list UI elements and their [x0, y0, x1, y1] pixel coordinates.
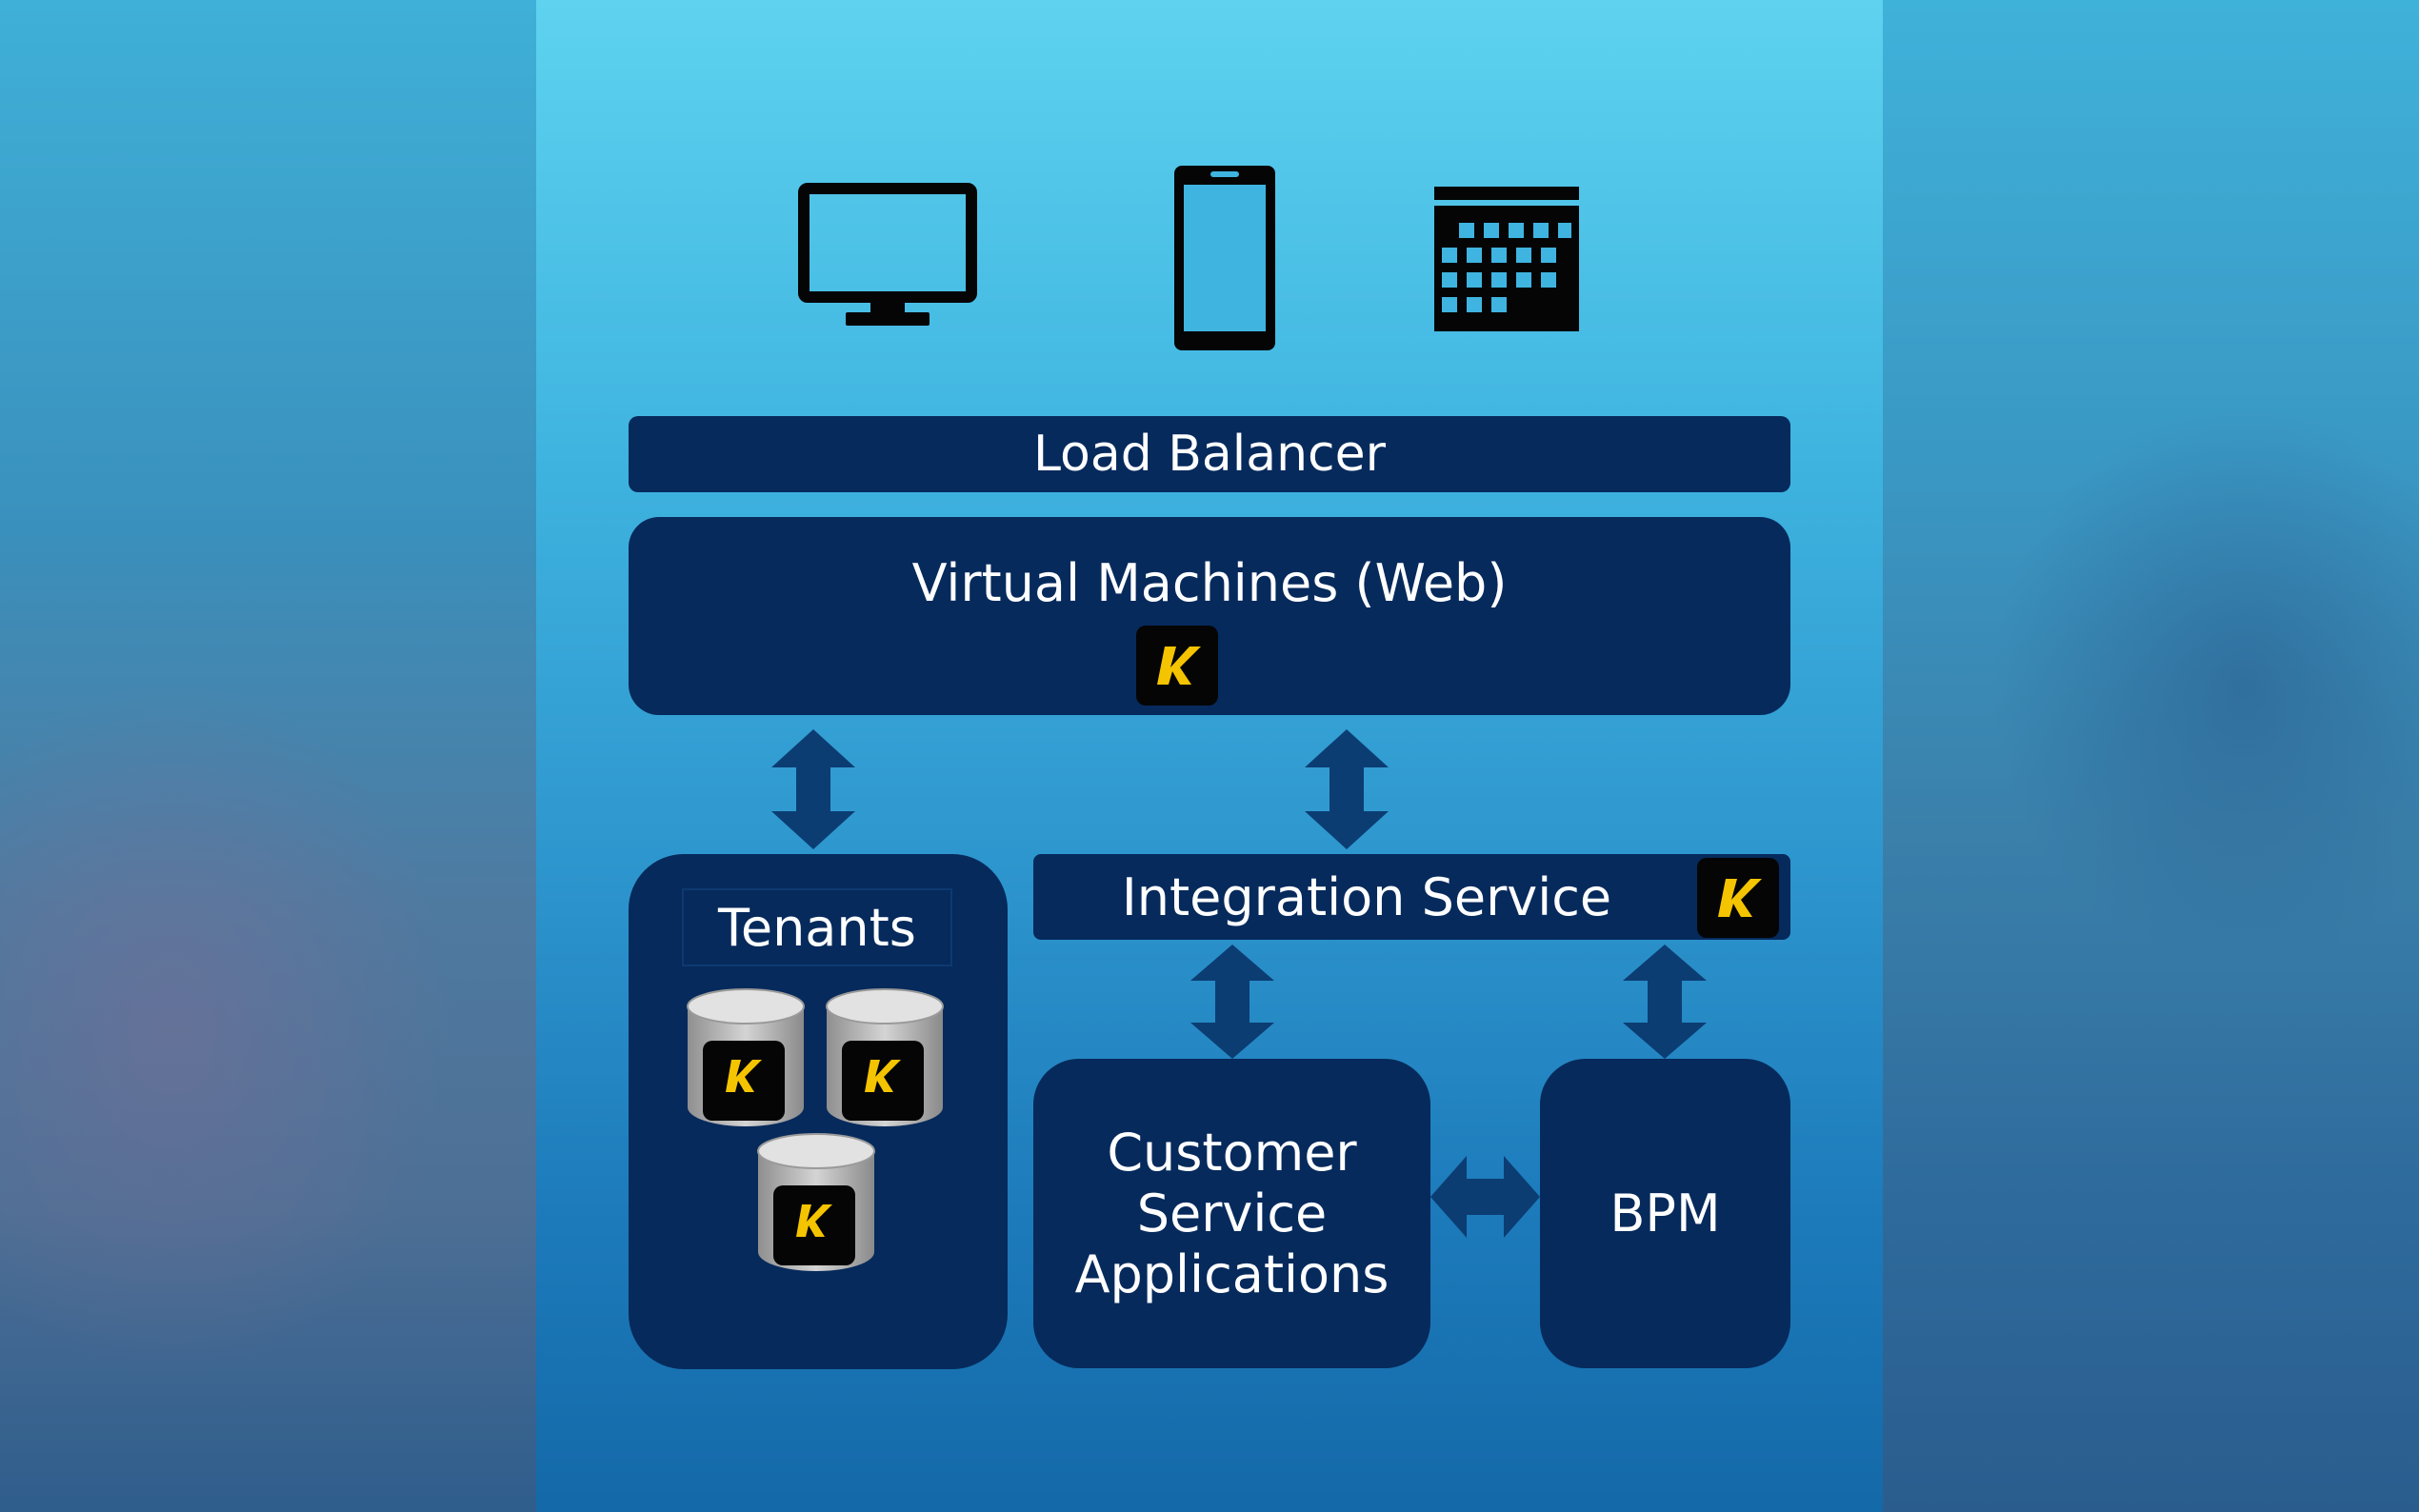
- blurred-background-left: [0, 0, 536, 1512]
- csa-label-line-3: Applications: [1074, 1243, 1389, 1304]
- bpm-label: BPM: [1609, 1184, 1721, 1243]
- tenants-box: Tenants: [629, 854, 1008, 1369]
- database-cylinder-icon: [826, 988, 944, 1126]
- virtual-machines-box: Virtual Machines (Web): [629, 517, 1790, 715]
- k-logo-badge: [1136, 626, 1218, 706]
- database-cylinder-icon: [687, 988, 805, 1126]
- csa-bpm-arrow: [1430, 1156, 1540, 1238]
- integration-service-box: Integration Service: [1033, 854, 1790, 940]
- mobile-phone-icon: [1174, 166, 1275, 350]
- csa-label-line-2: Service: [1136, 1183, 1328, 1243]
- blurred-background-right: [1883, 0, 2419, 1512]
- virtual-machines-label: Virtual Machines (Web): [911, 553, 1508, 613]
- tenants-label: Tenants: [682, 888, 952, 966]
- integration-csa-arrow: [1190, 945, 1274, 1059]
- load-balancer-box: Load Balancer: [629, 416, 1790, 492]
- database-cylinder-icon: [757, 1133, 875, 1271]
- customer-service-applications-box: Customer Service Applications: [1033, 1059, 1430, 1368]
- k-logo-badge: [1697, 858, 1779, 938]
- csa-label-line-1: Customer: [1107, 1122, 1357, 1183]
- vm-integration-arrow: [1305, 729, 1389, 849]
- integration-bpm-arrow: [1623, 945, 1707, 1059]
- load-balancer-label: Load Balancer: [1032, 426, 1387, 483]
- vm-tenants-arrow: [771, 729, 855, 849]
- desktop-monitor-icon: [798, 183, 977, 326]
- calendar-icon: [1434, 187, 1579, 331]
- integration-service-label: Integration Service: [1121, 866, 1612, 927]
- bpm-box: BPM: [1540, 1059, 1790, 1368]
